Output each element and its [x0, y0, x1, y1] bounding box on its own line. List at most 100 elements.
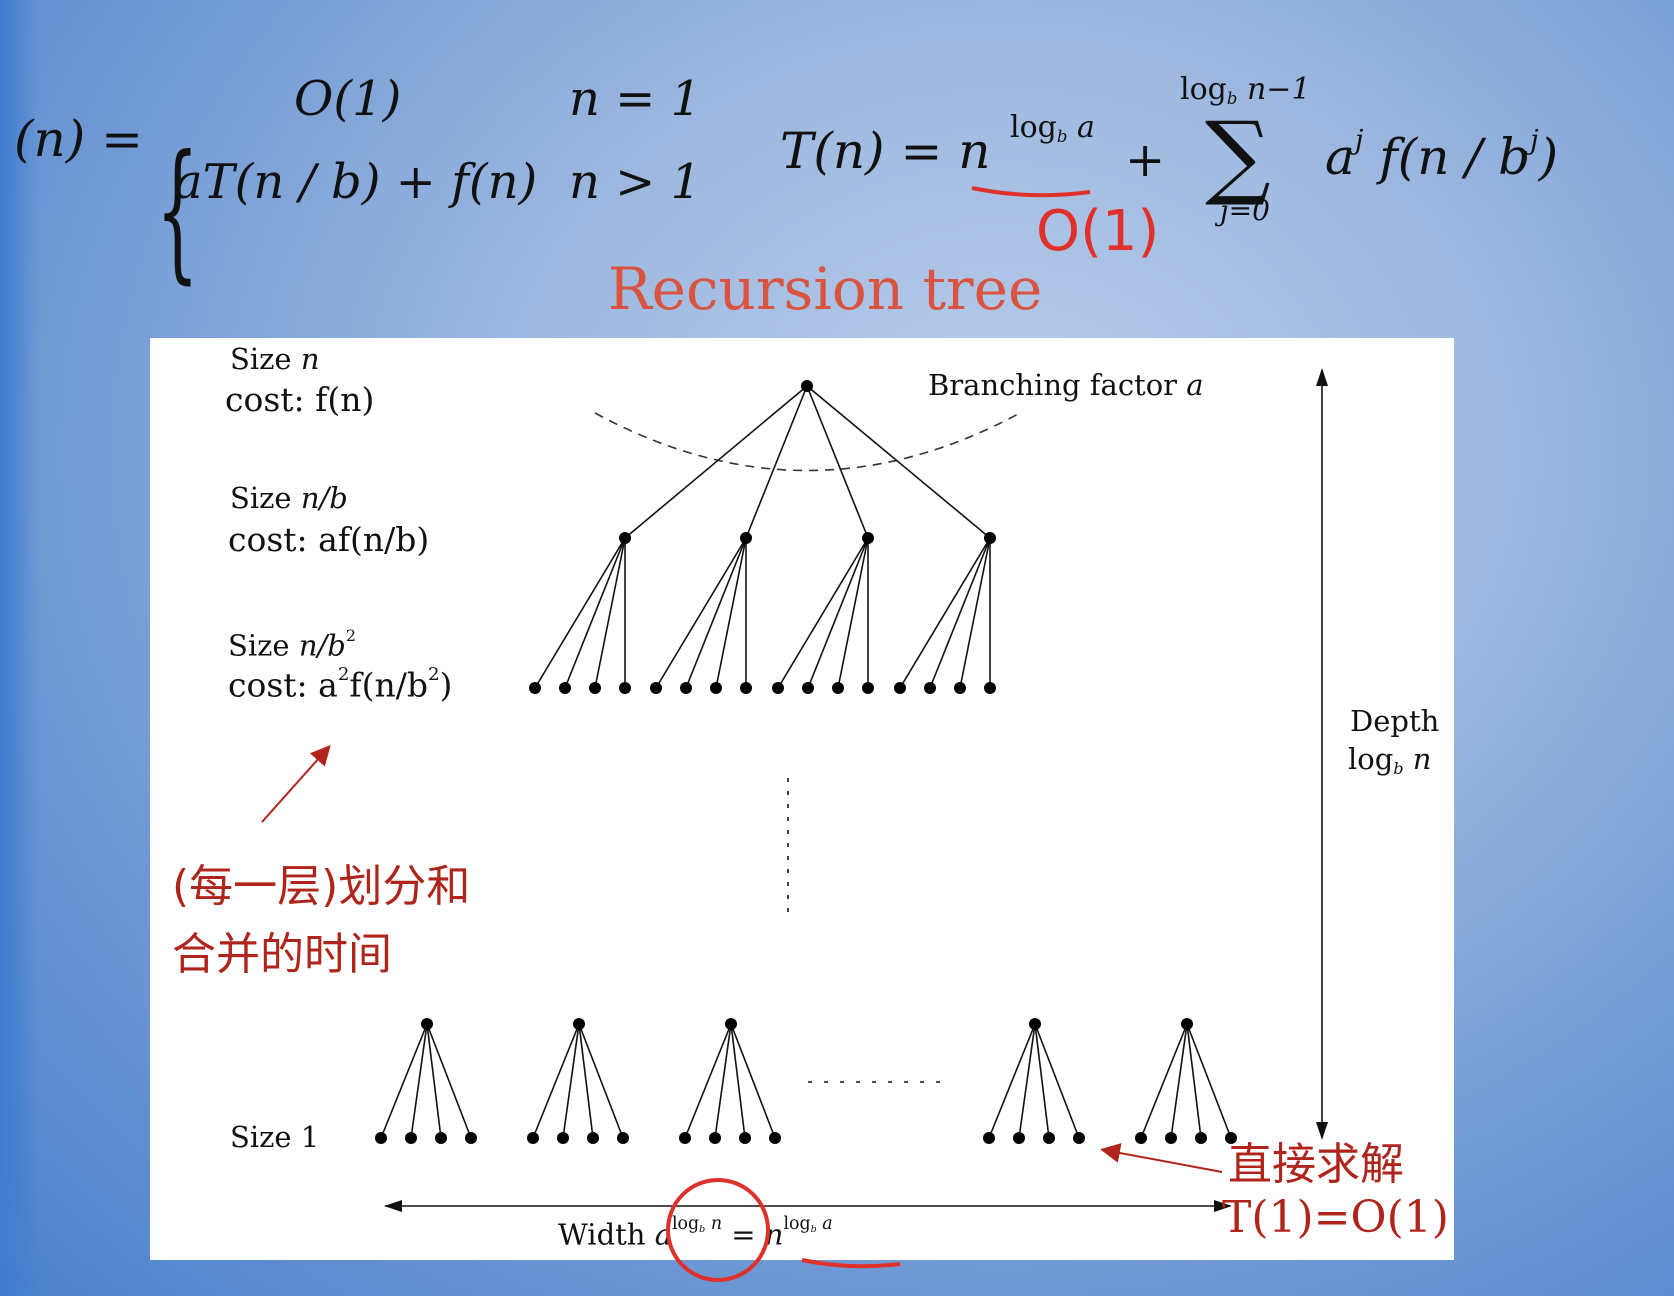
tree-edge	[532, 1023, 580, 1139]
tree-edge	[578, 1023, 624, 1139]
tree-edge	[564, 537, 626, 689]
recursion-tree-diagram: Size n cost: f(n) Size n/b cost: af(n/b)…	[150, 338, 1454, 1260]
tree-node	[984, 682, 996, 694]
tree-node	[650, 682, 662, 694]
tree-edge	[1186, 1023, 1202, 1139]
leaf-node	[1225, 1132, 1237, 1144]
tree-edge	[837, 537, 869, 689]
tree-node	[710, 682, 722, 694]
leaf-node	[1073, 1132, 1085, 1144]
tree-node	[619, 532, 631, 544]
leaf-node	[557, 1132, 569, 1144]
sigma-icon: ∑	[1205, 102, 1271, 209]
tree-edge	[426, 1023, 472, 1139]
level1-size-label: Size n/b	[230, 481, 348, 515]
level0-size-label: Size n	[230, 342, 320, 376]
sum-lower-limit: j=0	[1220, 194, 1270, 227]
tree-node	[772, 682, 784, 694]
tree-edge	[578, 1023, 594, 1139]
slide-edge	[0, 0, 40, 1296]
tree-edge	[806, 385, 991, 539]
subtree-root-node	[573, 1018, 585, 1030]
tree-edge	[988, 1023, 1036, 1139]
recurrence-formula: (n) = { O(1) n = 1 aT(n / b) + f(n) n > …	[14, 66, 701, 286]
subtree-root-node	[725, 1018, 737, 1030]
case2-expression: aT(n / b) + f(n)	[174, 154, 538, 210]
recurrence-lhs: (n) =	[14, 110, 144, 168]
tree-edge	[730, 1023, 776, 1139]
tree-node	[954, 682, 966, 694]
tree-edge	[562, 1023, 580, 1139]
tree-edge	[1170, 1023, 1188, 1139]
leaf-node	[1165, 1132, 1177, 1144]
leaf-node	[587, 1132, 599, 1144]
tree-node	[619, 682, 631, 694]
page-title: Recursion tree	[608, 255, 1043, 323]
tree-edge	[685, 537, 747, 689]
leaf-node	[375, 1132, 387, 1144]
level2-size-label: Size n/b2	[228, 626, 356, 663]
tree-edge	[1034, 1023, 1080, 1139]
tree-node	[740, 682, 752, 694]
tree-edge	[624, 385, 808, 539]
tree-edge	[410, 1023, 428, 1139]
width-label: Width alogb n = nlogb a	[558, 1214, 833, 1252]
tree-node	[802, 682, 814, 694]
depth-arrow-down-icon	[1316, 1122, 1328, 1140]
tree-edge	[714, 1023, 732, 1139]
depth-label: Depth	[1350, 704, 1440, 738]
subtree-root-node	[1029, 1018, 1041, 1030]
tree-edge	[807, 537, 869, 689]
tree-edge	[899, 537, 991, 689]
tree-edge	[594, 537, 626, 689]
tree-edge	[684, 1023, 732, 1139]
leaf-node	[465, 1132, 477, 1144]
tree-node	[924, 682, 936, 694]
plus-sign: +	[1125, 132, 1166, 188]
leaf-node	[435, 1132, 447, 1144]
level1-cost-label: cost: af(n/b)	[228, 520, 430, 559]
level2-cost-label: cost: a2f(n/b2)	[228, 664, 453, 705]
tree-node	[529, 682, 541, 694]
tree-edge	[1140, 1023, 1188, 1139]
tree-edge	[730, 1023, 746, 1139]
case1-condition: n = 1	[569, 71, 702, 127]
tree-edge	[380, 1023, 428, 1139]
tree-edge	[655, 537, 747, 689]
level0-cost-label: cost: f(n)	[225, 380, 375, 419]
underline-stroke-width	[801, 1258, 901, 1269]
tree-node	[559, 682, 571, 694]
tree-node	[589, 682, 601, 694]
tree-node	[984, 532, 996, 544]
tree-edge	[806, 385, 869, 539]
per-level-note-line2: 合并的时间	[172, 929, 392, 980]
width-arrow-right-icon	[1214, 1200, 1232, 1212]
tree-node	[680, 682, 692, 694]
tree-node	[832, 682, 844, 694]
tree-edge	[715, 537, 747, 689]
leaf-node	[1135, 1132, 1147, 1144]
width-arrow-left-icon	[384, 1200, 402, 1212]
case2-condition: n > 1	[569, 154, 702, 210]
tree-node	[862, 682, 874, 694]
tree-edge	[1034, 1023, 1050, 1139]
leaf-node	[1195, 1132, 1207, 1144]
leaf-node	[405, 1132, 417, 1144]
leaf-node	[1043, 1132, 1055, 1144]
sum-term: aj f(n / bj)	[1325, 124, 1559, 186]
leaf-node	[1013, 1132, 1025, 1144]
branching-arc	[594, 412, 1021, 472]
tree-node	[740, 532, 752, 544]
leaf-node	[679, 1132, 691, 1144]
tree-svg	[375, 368, 1328, 1212]
closed-form-formula: T(n) = n logb a + logb n−1 ∑ j=0 aj f(n …	[780, 72, 1640, 252]
leaf-node	[617, 1132, 629, 1144]
tree-edge	[929, 537, 991, 689]
tree-edge	[426, 1023, 442, 1139]
branching-factor-label: Branching factor a	[928, 368, 1204, 402]
leaf-node	[739, 1132, 751, 1144]
closed-form-lhs: T(n) = n	[780, 122, 991, 180]
root-node	[801, 380, 813, 392]
leaf-node	[709, 1132, 721, 1144]
sum-upper-limit: logb n−1	[1180, 72, 1311, 108]
